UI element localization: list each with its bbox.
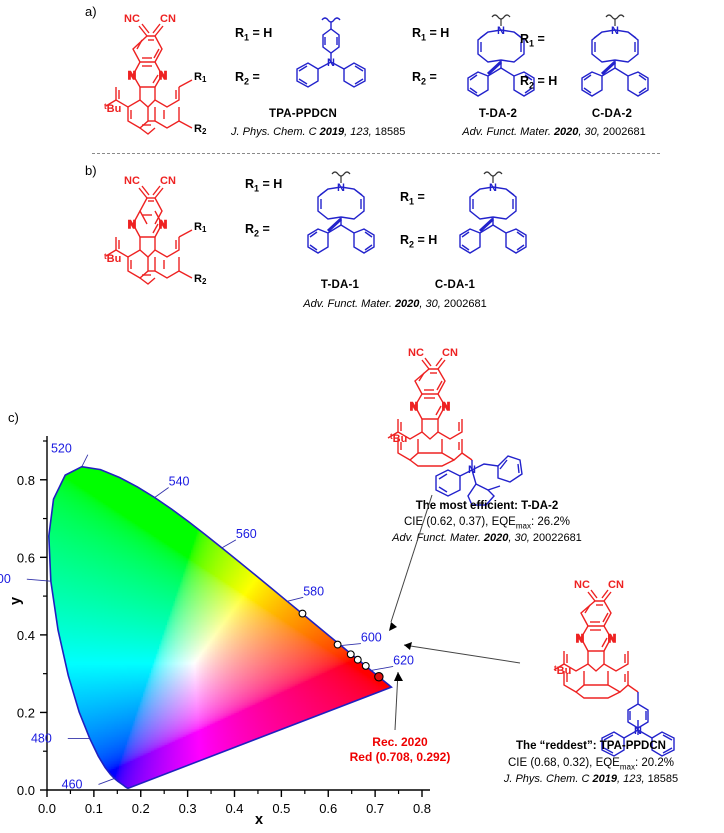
structure-t-da-2: N [448, 10, 553, 110]
citation-a-2: Adv. Funct. Mater. 2020, 30, 2002681 [439, 126, 669, 138]
label-n-right: N [159, 70, 167, 82]
label-nc-left-b: NC [124, 175, 140, 187]
annotation-most-efficient-citation: Adv. Funct. Mater. 2020, 30, 20022681 [362, 532, 612, 544]
panel-c-letter: c) [8, 410, 19, 425]
y-axis-title: y [8, 597, 24, 605]
label-nc-left: NC [124, 13, 140, 25]
label-r2-b: R2 [194, 273, 207, 286]
panel-a-core-structure: NC CN N N tBu R1 R2 [104, 8, 244, 140]
panel-a-sub3-r1: R1 = [520, 32, 545, 49]
panel-b-sub1-r1: R1 = H [245, 177, 282, 194]
label-cn-anno1: CN [442, 347, 458, 359]
panel-a-sub2-r1: R1 = H [412, 26, 449, 43]
panel-a-sub1-r2: R2 = [235, 70, 260, 87]
label-n-anno2-r: N [608, 633, 616, 645]
panel-divider [92, 153, 660, 154]
structure-tpa-amine-tail: N [590, 718, 715, 778]
panel-a-sub2-r2: R2 = [412, 70, 437, 87]
label-n-tda1: N [337, 182, 345, 194]
label-r1-b: R1 [194, 221, 207, 234]
compound-name-c-da-2: C-DA-2 [557, 108, 667, 120]
panel-b-letter: b) [85, 163, 97, 178]
annotation-most-efficient-title: The most efficient: T-DA-2 [362, 500, 612, 512]
label-n-cda1: N [489, 182, 497, 194]
label-n-tda2: N [497, 25, 505, 37]
citation-a-1: J. Phys. Chem. C 2019, 123, 18585 [231, 126, 405, 138]
panel-a-sub3-r2: R2 = H [520, 74, 557, 91]
annotation-reddest-title: The “reddest”: TPA-PPDCN [466, 740, 716, 752]
label-n-anno1-l: N [410, 401, 418, 413]
label-n-right-b: N [159, 219, 167, 231]
label-tbu: tBu [104, 102, 121, 115]
structure-c-da-2: N [562, 10, 667, 110]
citation-b-1: Adv. Funct. Mater. 2020, 30, 2002681 [280, 298, 510, 310]
structure-tpa: N [280, 12, 385, 104]
panel-a-sub1-r1: R1 = H [235, 26, 272, 43]
label-nc-anno1: NC [408, 347, 424, 359]
rec2020-line1: Rec. 2020 [320, 735, 480, 750]
label-tbu-anno1: tBu [390, 432, 407, 445]
label-n-tpa: N [327, 57, 335, 69]
label-tbu-b: tBu [104, 252, 121, 265]
rec2020-line2: Red (0.708, 0.292) [320, 750, 480, 765]
annotation-most-efficient-cie: CIE (0.62, 0.37), EQEmax: 26.2% [362, 516, 612, 530]
annotation-rec2020: Rec. 2020 Red (0.708, 0.292) [320, 735, 480, 765]
panel-b-sub1-r2: R2 = [245, 222, 270, 239]
label-n-cda2: N [611, 25, 619, 37]
label-r1: R1 [194, 71, 207, 84]
label-n-anno1-acr: N [468, 464, 476, 476]
panel-b-sub2-r2: R2 = H [400, 233, 437, 250]
label-cn-right: CN [160, 13, 176, 25]
x-axis-title: x [255, 812, 263, 828]
compound-name-tpa-ppdcn: TPA-PPDCN [243, 108, 363, 120]
annotation-reddest-citation: J. Phys. Chem. C 2019, 123, 18585 [466, 773, 716, 785]
label-n-left-b: N [128, 219, 136, 231]
label-r2: R2 [194, 123, 207, 136]
compound-name-t-da-1: T-DA-1 [285, 279, 395, 291]
label-n-anno2-l: N [576, 633, 584, 645]
structure-t-da-2-annotated: NC CN N N N tBu [372, 338, 552, 506]
compound-name-t-da-2: T-DA-2 [443, 108, 553, 120]
label-cn-right-b: CN [160, 175, 176, 187]
panel-a-letter: a) [85, 4, 97, 19]
label-nc-anno2: NC [574, 579, 590, 591]
label-n-left: N [128, 70, 136, 82]
structure-tpa-ppdcn-annotated: NC CN N N tBu [522, 568, 697, 736]
structure-c-da-1: N [440, 165, 545, 270]
label-n-anno1-r: N [442, 401, 450, 413]
compound-name-c-da-1: C-DA-1 [400, 279, 510, 291]
annotation-reddest-cie: CIE (0.68, 0.32), EQEmax: 20.2% [466, 757, 716, 771]
panel-b-core-structure: NC CN N N tBu R1 R2 [104, 170, 244, 302]
structure-t-da-1: N [288, 165, 393, 270]
panel-b-sub2-r1: R1 = [400, 190, 425, 207]
label-tbu-anno2: tBu [554, 664, 571, 677]
label-cn-anno2: CN [608, 579, 624, 591]
label-n-tpa-anno: N [634, 725, 642, 737]
